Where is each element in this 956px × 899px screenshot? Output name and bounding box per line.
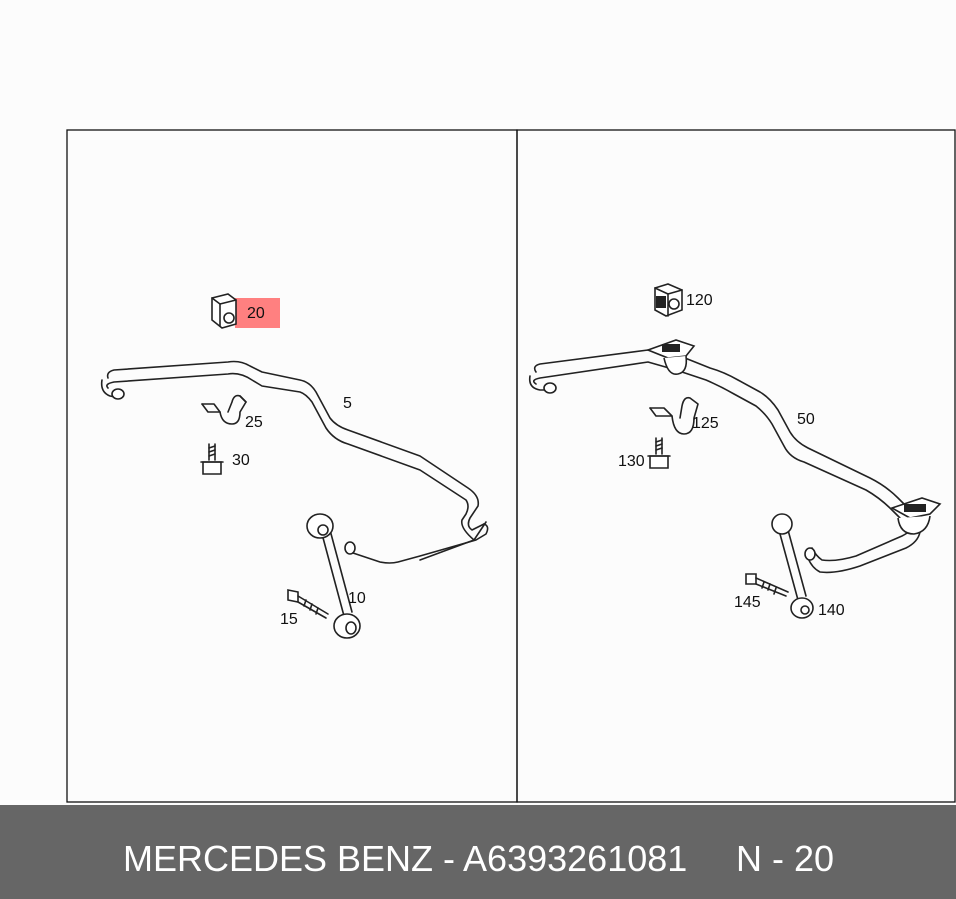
callout-50: 50: [797, 411, 815, 428]
clamp-icon: [201, 394, 247, 425]
callout-5: 5: [343, 395, 352, 412]
link-icon: [771, 513, 814, 619]
callout-120: 120: [686, 292, 713, 309]
callout-145: 145: [734, 594, 761, 611]
callout-25: 25: [245, 414, 263, 431]
link-bolt-icon: [745, 573, 789, 597]
callout-15: 15: [280, 611, 298, 628]
footer-bar: MERCEDES BENZ - A6393261081 N - 20: [0, 805, 956, 899]
page-reference: N - 20: [736, 838, 835, 879]
parts-diagram: 20 5 25 30 10 15: [66, 129, 956, 803]
callout-130: 130: [618, 453, 645, 470]
callout-125: 125: [692, 415, 719, 432]
left-panel-frame: [66, 129, 518, 803]
callout-20: 20: [247, 305, 265, 322]
stabilizer-bar-icon: [100, 360, 489, 564]
bolt-icon: [647, 437, 671, 469]
link-bolt-icon: [287, 589, 329, 619]
highlight-box: [235, 298, 280, 328]
callout-30: 30: [232, 452, 250, 469]
callout-10: 10: [348, 590, 366, 607]
callout-140: 140: [818, 602, 845, 619]
bushing-icon: [654, 283, 683, 317]
stabilizer-bar-icon: [528, 339, 942, 574]
bushing-icon: [211, 293, 237, 329]
right-panel-frame: [516, 129, 956, 803]
part-number-caption: MERCEDES BENZ - A6393261081: [123, 838, 688, 879]
link-icon: [306, 513, 361, 639]
clamp-icon: [649, 396, 699, 435]
bolt-icon: [200, 443, 224, 475]
